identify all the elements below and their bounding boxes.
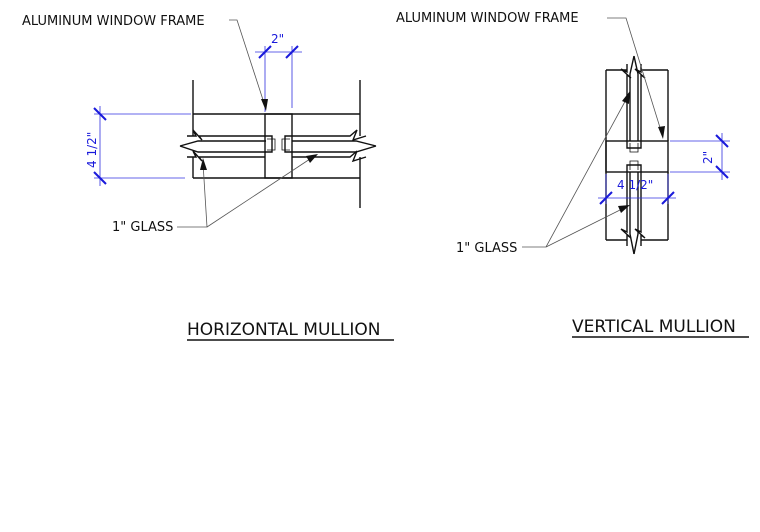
vertical-mullion-detail: 2" 4 1/2" ALUMINUM WINDOW FRAME 1" GLASS…: [396, 11, 749, 338]
horizontal-mullion-title: HORIZONTAL MULLION: [187, 320, 380, 340]
vertical-glass-label: 1" GLASS: [456, 241, 517, 256]
horizontal-glass-leader-a: [177, 162, 208, 228]
vertical-glass-panes: [629, 55, 639, 255]
horizontal-glass-leader-b: [206, 156, 314, 228]
horizontal-width-dimension-label: 2": [271, 32, 284, 46]
vertical-glass-arrowhead-b: [618, 205, 630, 213]
horizontal-jamb-lines: [192, 80, 361, 208]
vertical-mullion-frame: [605, 140, 669, 173]
horizontal-depth-dimension: [93, 106, 191, 186]
horizontal-break-lines: [187, 129, 367, 163]
horizontal-mullion-detail: 2" 4 1/2" ALUMINUM WINDOW FRAME 1" GLASS…: [22, 14, 394, 341]
horizontal-frame-leader: [229, 19, 266, 107]
vertical-glass-arrowhead-a: [622, 91, 630, 104]
horizontal-frame-arrowhead: [261, 99, 268, 111]
horizontal-glass-label: 1" GLASS: [112, 220, 173, 235]
vertical-width-dimension: [670, 133, 730, 180]
vertical-width-dimension-label: 2": [701, 151, 715, 164]
horizontal-mullion-frame: [264, 113, 293, 179]
vertical-frame-leader: [607, 17, 663, 135]
horizontal-frame-label: ALUMINUM WINDOW FRAME: [22, 14, 205, 29]
horizontal-depth-dimension-label: 4 1/2": [85, 132, 99, 168]
vertical-jamb-lines: [605, 69, 669, 241]
vertical-break-lines: [620, 64, 646, 246]
vertical-frame-arrowhead: [658, 126, 665, 139]
horizontal-glass-arrowhead-a: [200, 158, 207, 170]
vertical-depth-dimension: [598, 174, 676, 205]
horizontal-glass-arrowhead-b: [306, 154, 318, 163]
horizontal-width-dimension: [255, 45, 302, 112]
vertical-depth-dimension-label: 4 1/2": [617, 178, 653, 192]
horizontal-glass-panes: [179, 140, 377, 153]
vertical-frame-label: ALUMINUM WINDOW FRAME: [396, 11, 579, 26]
vertical-glass-leader-b: [545, 206, 627, 248]
vertical-mullion-title: VERTICAL MULLION: [572, 317, 736, 337]
